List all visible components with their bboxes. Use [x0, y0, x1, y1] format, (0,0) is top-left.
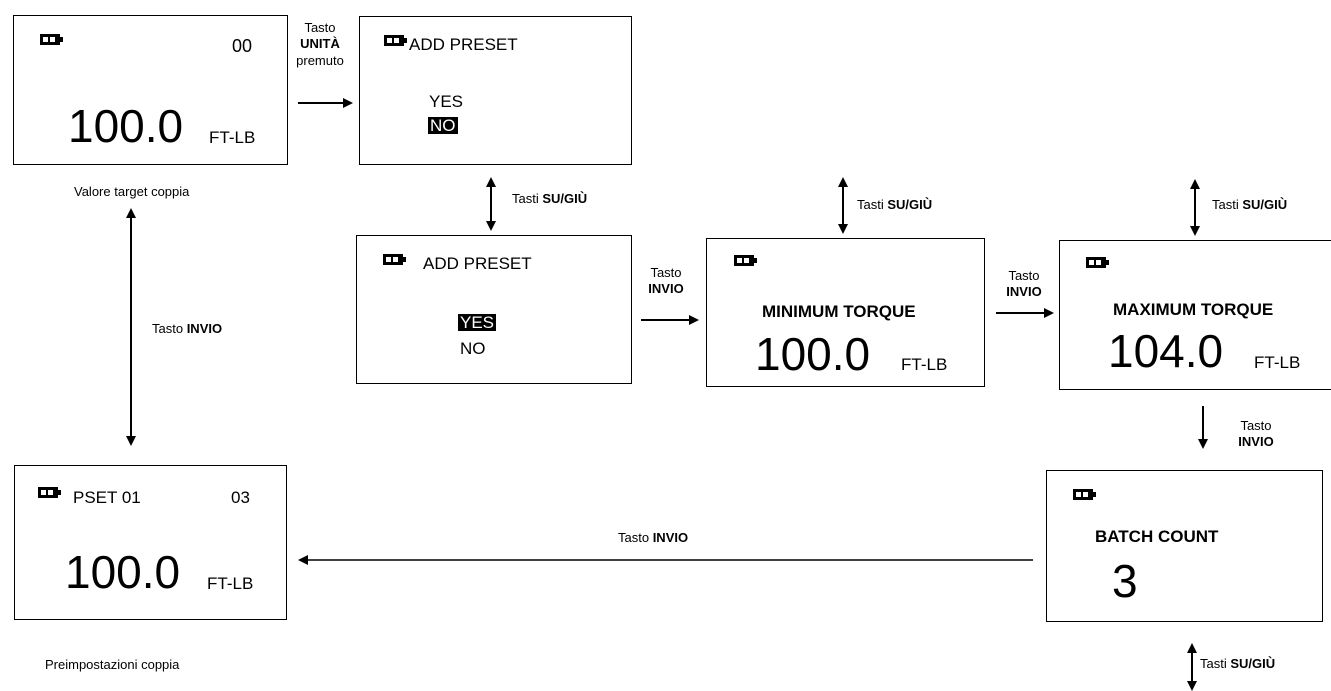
- torque-value: 100.0: [755, 328, 871, 380]
- torque-unit: FT-LB: [207, 574, 254, 593]
- label-enter-1: Tasto INVIO: [648, 265, 684, 297]
- option-yes: YES: [429, 92, 464, 111]
- screen-title: MAXIMUM TORQUE: [1113, 300, 1274, 319]
- battery-icon: [38, 487, 61, 498]
- label-updown-1: Tasti SU/GIÙ: [512, 191, 588, 206]
- label-enter-3: Tasto INVIO: [1238, 418, 1274, 450]
- label-enter-vertical: Tasto INVIO: [152, 321, 223, 336]
- torque-unit: FT-LB: [209, 128, 256, 147]
- battery-icon: [734, 255, 757, 266]
- torque-value: 100.0: [68, 100, 184, 152]
- label-enter-left: Tasto INVIO: [618, 530, 689, 545]
- torque-unit: FT-LB: [901, 355, 948, 374]
- caption-target-torque: Valore target coppia: [74, 184, 190, 199]
- screen-add-preset-yes: ADD PRESET YES NO: [356, 235, 632, 384]
- screen-batch-count: BATCH COUNT 3: [1046, 470, 1323, 622]
- option-yes-selected: YES: [458, 313, 497, 332]
- label-updown-2: Tasti SU/GIÙ: [857, 197, 933, 212]
- battery-icon: [1086, 257, 1109, 268]
- battery-icon: [1073, 489, 1096, 500]
- caption-preset: Preimpostazioni coppia: [45, 657, 180, 672]
- screen-add-preset-no: ADD PRESET YES NO: [359, 16, 632, 165]
- screen-target-torque: 00 100.0 FT-LB: [13, 15, 288, 165]
- screen-counter: 00: [232, 36, 253, 56]
- label-updown-3: Tasti SU/GIÙ: [1212, 197, 1288, 212]
- preset-counter: 03: [231, 488, 250, 507]
- torque-unit: FT-LB: [1254, 353, 1301, 372]
- torque-value: 104.0: [1108, 325, 1224, 377]
- screen-maximum-torque: MAXIMUM TORQUE 104.0 FT-LB: [1059, 240, 1331, 390]
- screen-title: BATCH COUNT: [1095, 527, 1219, 546]
- screen-preset: PSET 01 03 100.0 FT-LB: [14, 465, 287, 620]
- label-unit-key: Tasto UNITÀ premuto: [296, 20, 344, 68]
- label-enter-2: Tasto INVIO: [1006, 268, 1042, 300]
- preset-name: PSET 01: [73, 488, 141, 507]
- label-updown-4: Tasti SU/GIÙ: [1200, 656, 1276, 671]
- battery-icon: [384, 35, 407, 46]
- option-no-selected: NO: [428, 116, 458, 135]
- screen-title: ADD PRESET: [423, 254, 532, 273]
- torque-value: 100.0: [65, 546, 181, 598]
- battery-icon: [383, 254, 406, 265]
- screen-title: MINIMUM TORQUE: [762, 302, 916, 321]
- batch-value: 3: [1112, 555, 1138, 607]
- option-no: NO: [460, 339, 486, 358]
- screen-minimum-torque: MINIMUM TORQUE 100.0 FT-LB: [706, 238, 985, 387]
- screen-title: ADD PRESET: [409, 35, 518, 54]
- battery-icon: [40, 34, 63, 45]
